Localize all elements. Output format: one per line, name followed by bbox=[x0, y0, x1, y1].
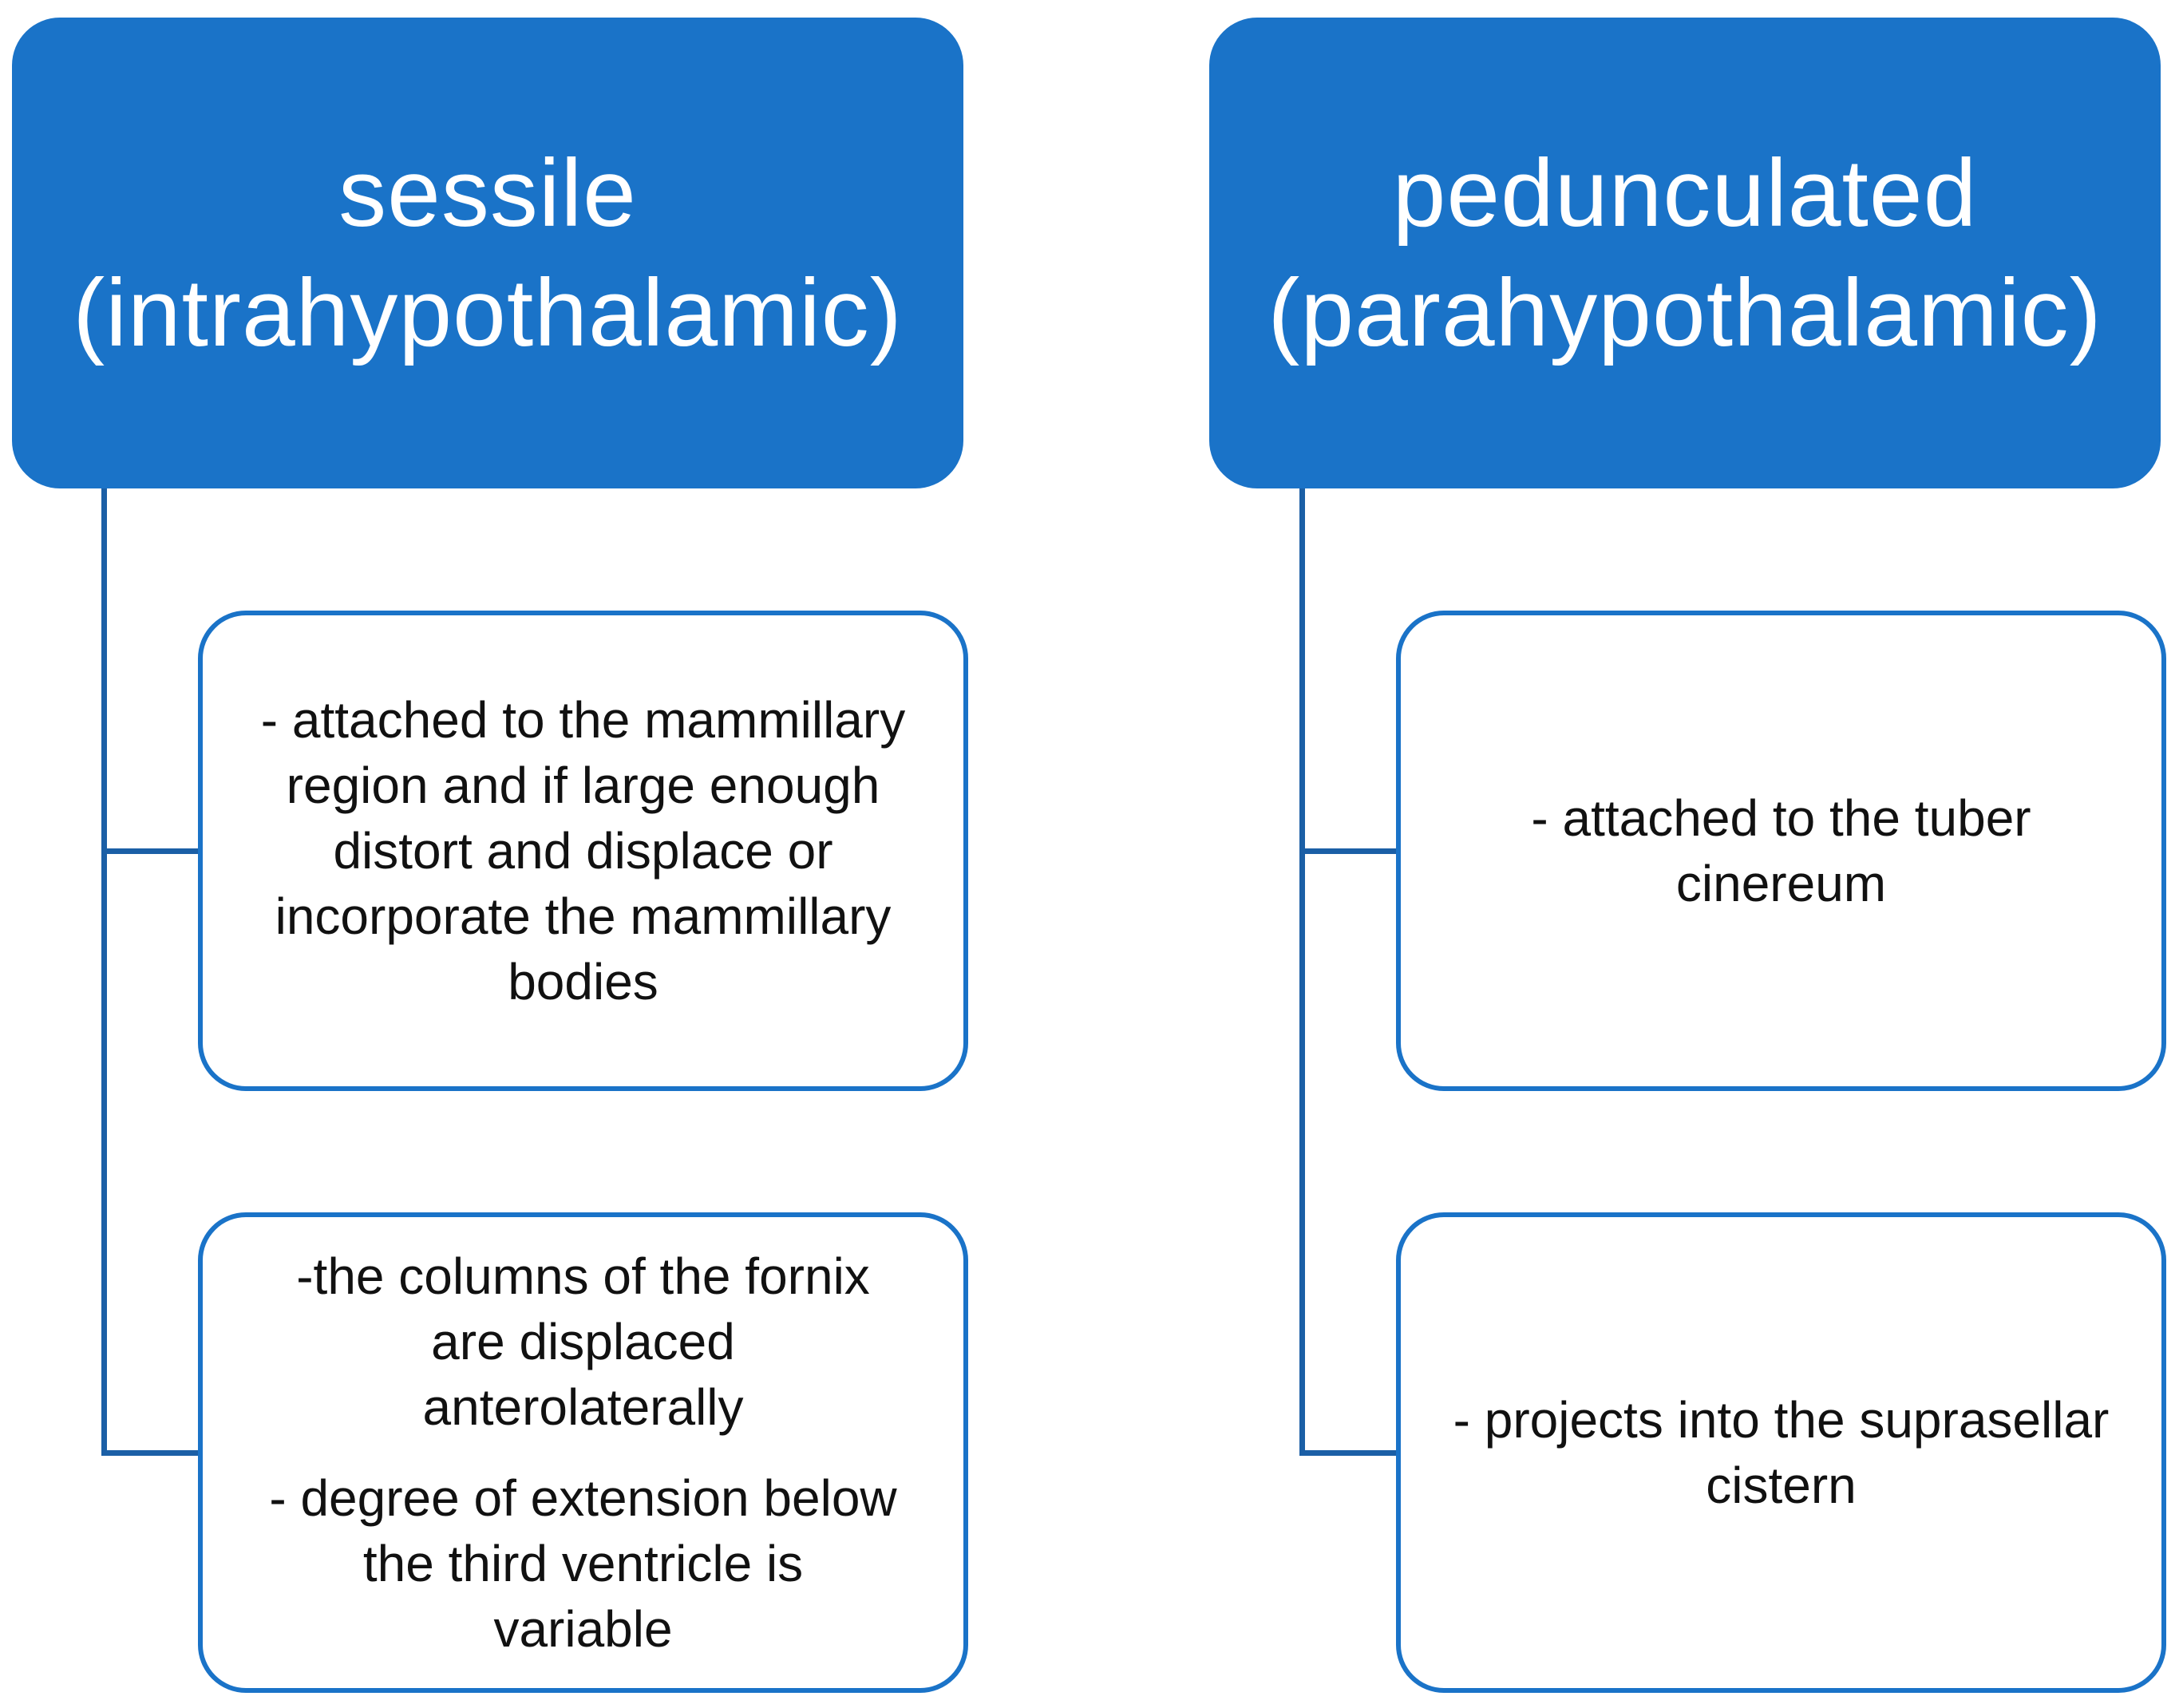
pedunculated-header-text: pedunculated (parahypothalamic) bbox=[1267, 133, 2102, 373]
right-tree-branch-2-connector bbox=[1299, 1450, 1396, 1456]
pedunculated-header-line1: pedunculated bbox=[1392, 140, 1978, 247]
sessile-header-box: sessile (intrahypothalamic) bbox=[12, 18, 963, 488]
pedunculated-child-box-1: - attached to the tuber cinereum bbox=[1396, 611, 2166, 1091]
pedunculated-child-2-text: - projects into the suprasellar cistern bbox=[1453, 1391, 2110, 1514]
left-tree-branch-1-connector bbox=[101, 848, 198, 854]
sessile-header-line1: sessile bbox=[338, 140, 637, 247]
sessile-child-box-1: - attached to the mammillary region and … bbox=[198, 611, 968, 1091]
sessile-child-2-text-1: -the columns of the fornix are displaced… bbox=[296, 1247, 870, 1436]
pedunculated-child-box-2: - projects into the suprasellar cistern bbox=[1396, 1212, 2166, 1693]
pedunculated-child-1-text: - attached to the tuber cinereum bbox=[1531, 789, 2031, 912]
sessile-child-1-text: - attached to the mammillary region and … bbox=[260, 691, 906, 1010]
pedunculated-header-box: pedunculated (parahypothalamic) bbox=[1209, 18, 2161, 488]
right-tree-vertical-connector bbox=[1299, 488, 1305, 1456]
sessile-child-box-2: -the columns of the fornix are displaced… bbox=[198, 1212, 968, 1693]
sessile-header-line2: (intrahypothalamic) bbox=[73, 259, 903, 366]
left-tree-branch-2-connector bbox=[101, 1450, 198, 1456]
sessile-child-2-text-2: - degree of extension below the third ve… bbox=[269, 1469, 897, 1658]
sessile-header-text: sessile (intrahypothalamic) bbox=[73, 133, 902, 373]
left-tree-vertical-connector bbox=[101, 488, 107, 1456]
pedunculated-header-line2: (parahypothalamic) bbox=[1267, 259, 2102, 366]
right-tree-branch-1-connector bbox=[1299, 848, 1396, 854]
